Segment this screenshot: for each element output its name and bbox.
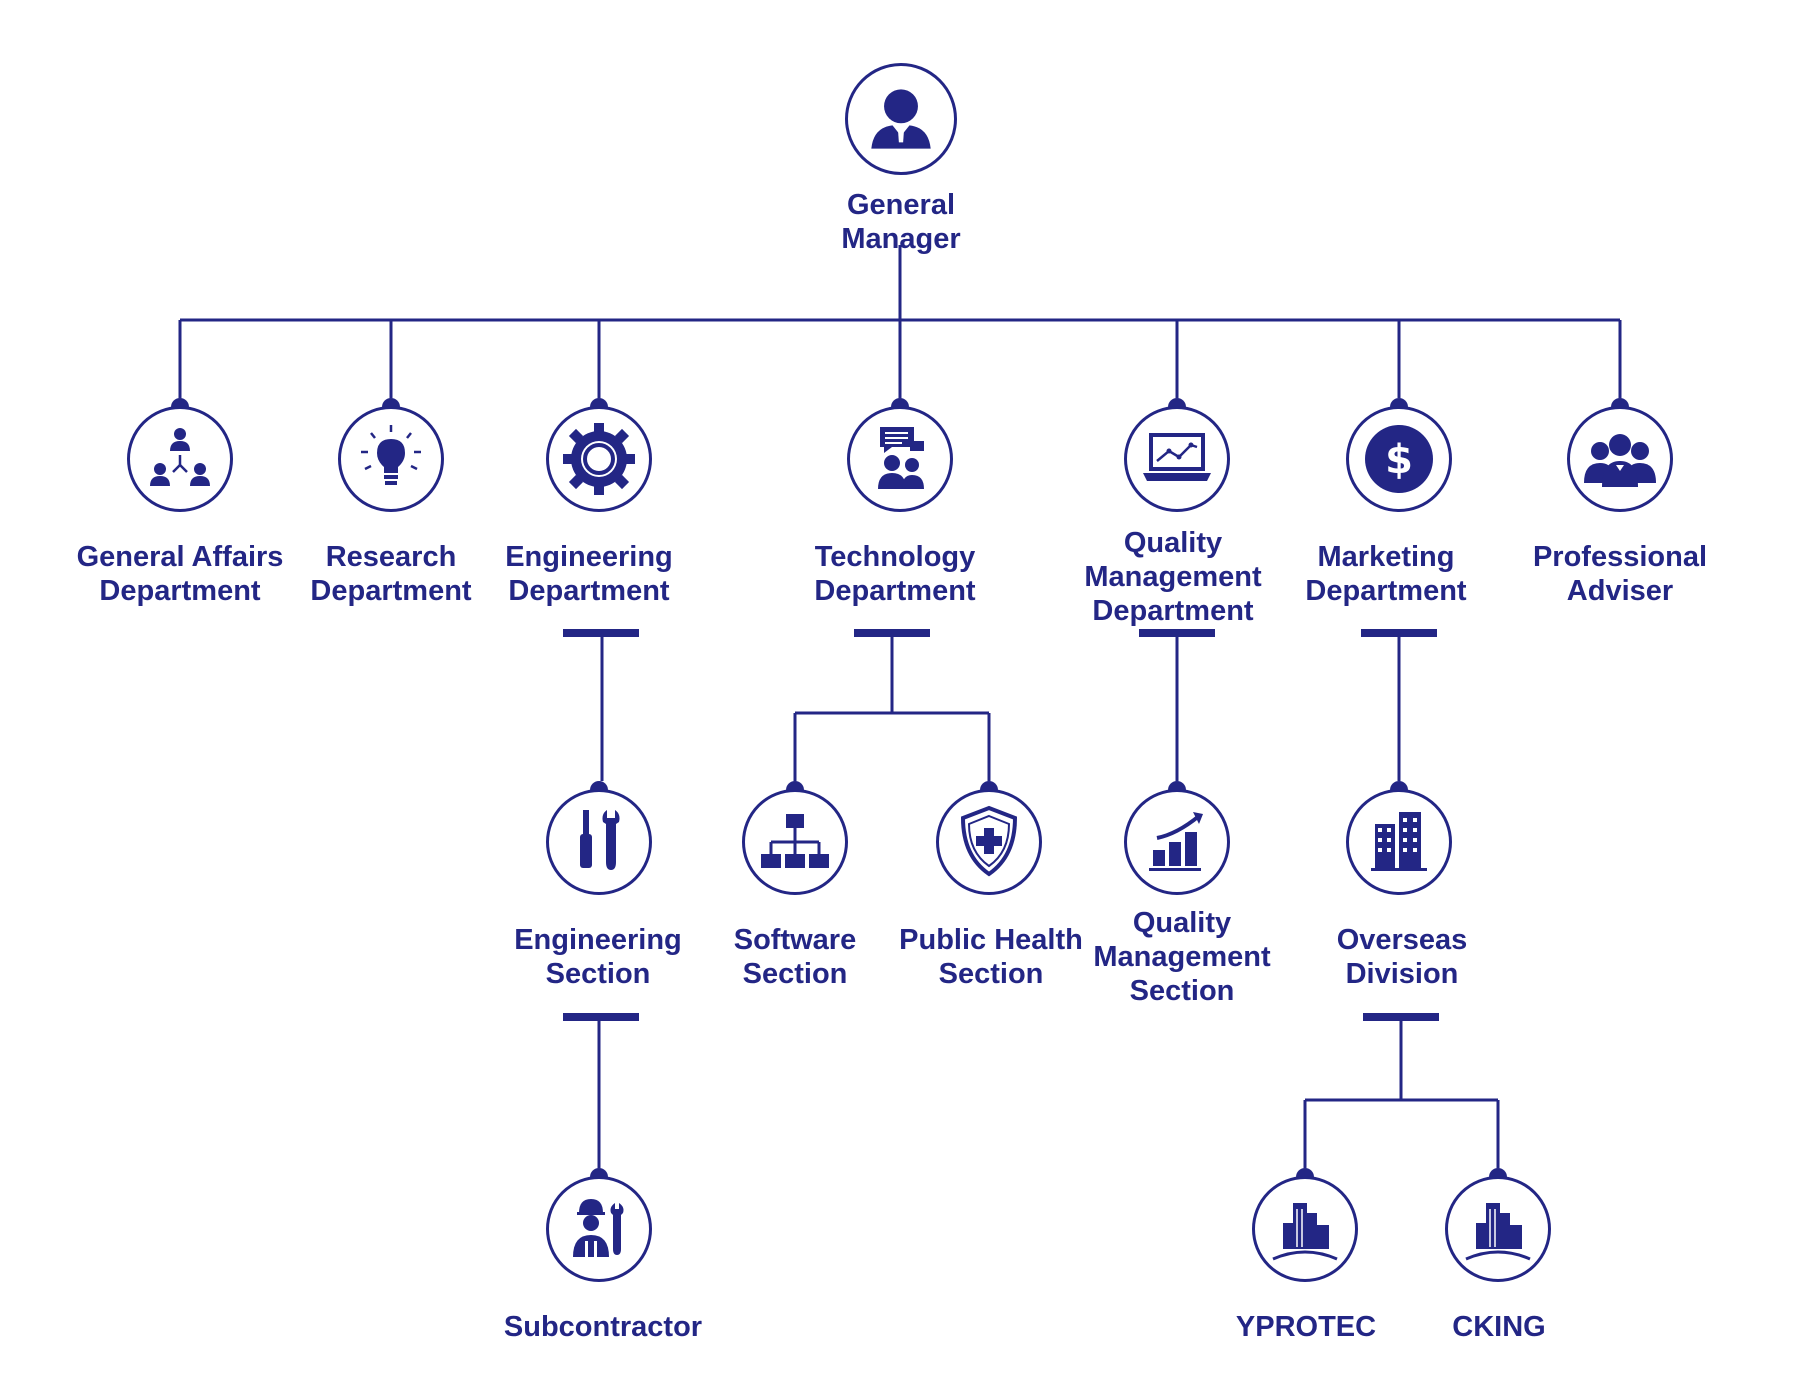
node-label: Quality Management Section xyxy=(1093,907,1271,1007)
team-network-icon xyxy=(150,428,210,486)
svg-text:$: $ xyxy=(1385,437,1413,483)
node-label: Public Health Section xyxy=(899,924,1083,990)
node-label: General Manager xyxy=(841,189,961,255)
node-label: Technology Department xyxy=(814,541,976,607)
gear-icon xyxy=(563,423,635,495)
node-label: Professional Adviser xyxy=(1532,541,1708,607)
node-label: Software Section xyxy=(733,924,857,990)
city-skyline-icon xyxy=(1465,1203,1531,1261)
worker-wrench-icon xyxy=(573,1199,624,1257)
screwdriver-wrench-icon xyxy=(580,810,620,870)
shield-cross-icon xyxy=(960,805,1018,877)
node-label: Research Department xyxy=(310,541,472,607)
node-label: Quality Management Department xyxy=(1084,527,1262,627)
node-label: Subcontractor xyxy=(503,1311,703,1343)
node-label: Marketing Department xyxy=(1305,541,1467,607)
node-label: Overseas Division xyxy=(1336,924,1468,990)
node-label: Engineering Department xyxy=(505,541,673,607)
dollar-coin-icon: $ xyxy=(1365,425,1433,493)
office-buildings-icon xyxy=(1371,812,1427,871)
laptop-chart-icon xyxy=(1143,433,1211,481)
city-skyline-icon xyxy=(1272,1203,1338,1261)
node-label: General Affairs Department xyxy=(76,541,284,607)
node-label: Engineering Section xyxy=(514,924,682,990)
business-group-icon xyxy=(1584,434,1656,487)
presenter-chat-icon xyxy=(878,427,924,489)
node-label: YPROTEC xyxy=(1235,1311,1377,1343)
lightbulb-icon xyxy=(361,425,421,485)
growth-chart-icon xyxy=(1149,812,1203,871)
hierarchy-icon xyxy=(761,814,829,868)
manager-person-icon xyxy=(871,89,931,149)
node-label: CKING xyxy=(1452,1311,1546,1343)
